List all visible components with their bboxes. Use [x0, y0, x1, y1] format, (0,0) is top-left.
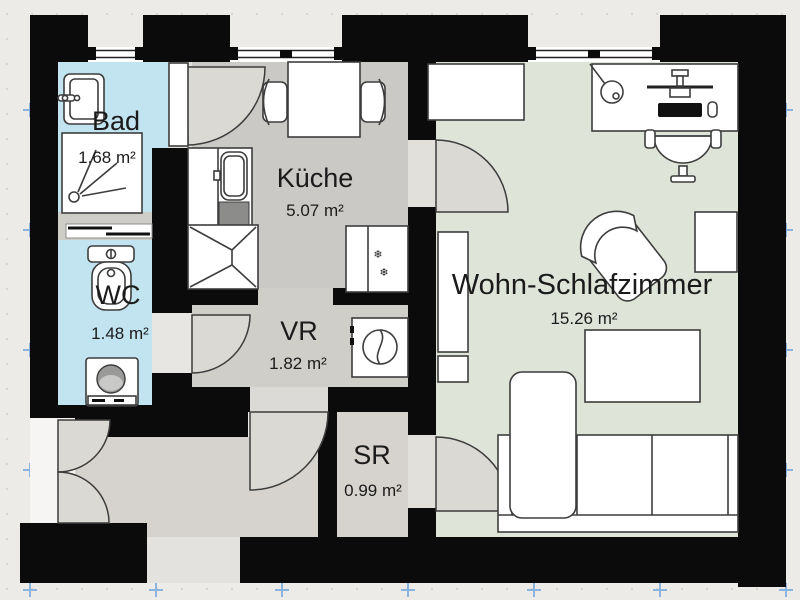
chair-right[interactable]: [360, 78, 386, 126]
door-arc-wohn[interactable]: [435, 139, 509, 213]
washing-machine-vr[interactable]: [350, 317, 409, 378]
area-wc: 1.48 m²: [91, 324, 149, 343]
daybed[interactable]: [509, 371, 577, 519]
toilet[interactable]: [87, 245, 135, 311]
room-labels: Bad 1.68 m² WC 1.48 m² Küche 5.07 m² VR …: [78, 106, 712, 500]
bad-furniture: [57, 73, 143, 214]
mouse: [707, 101, 718, 118]
table[interactable]: [584, 329, 701, 403]
label-sr: SR: [353, 440, 391, 470]
door-arc-vr[interactable]: [249, 411, 329, 491]
armchair[interactable]: [568, 199, 674, 309]
office-chair[interactable]: [644, 129, 722, 183]
kitchen-sink-counter[interactable]: [187, 147, 253, 231]
door-leaf-kueche[interactable]: [168, 62, 189, 147]
chair-left[interactable]: [262, 78, 288, 126]
desk[interactable]: [589, 63, 739, 132]
area-wohn: 15.26 m²: [550, 309, 617, 328]
room-sr[interactable]: [337, 412, 408, 537]
doors: [57, 62, 511, 524]
sink[interactable]: [57, 73, 105, 125]
door-arc-kueche[interactable]: [186, 66, 266, 146]
label-bad: Bad: [92, 106, 140, 136]
snowflake-icon: ❄: [379, 267, 388, 279]
sliding-door-bad-wc[interactable]: [65, 223, 153, 239]
refrigerator[interactable]: ❄ ❄: [345, 225, 409, 293]
shelf-left-small[interactable]: [437, 355, 469, 383]
corner-counter[interactable]: [187, 224, 259, 290]
label-vr: VR: [280, 316, 318, 346]
washing-machine-wc[interactable]: [85, 357, 139, 407]
window-wohn[interactable]: [524, 47, 664, 62]
window-bad[interactable]: [84, 47, 147, 62]
area-sr: 0.99 m²: [344, 481, 402, 500]
wardrobe-left[interactable]: [427, 63, 525, 121]
wohn-furniture: [427, 63, 739, 533]
label-wohn: Wohn-Schlafzimmer: [452, 269, 713, 301]
area-bad: 1.68 m²: [78, 148, 136, 167]
area-vr: 1.82 m²: [269, 354, 327, 373]
shower[interactable]: [61, 132, 143, 214]
monitor: [647, 69, 713, 98]
keyboard: [658, 103, 702, 117]
dining-table[interactable]: [287, 61, 361, 138]
wardrobe-right[interactable]: [694, 211, 738, 273]
area-kueche: 5.07 m²: [286, 201, 344, 220]
windows: [84, 15, 664, 62]
label-kueche: Küche: [277, 163, 354, 193]
door-arc-wc[interactable]: [191, 314, 251, 374]
label-wc: WC: [96, 280, 141, 310]
vr-kueche-opening: [258, 288, 333, 305]
window-kueche[interactable]: [226, 47, 346, 62]
shelf-left-tall[interactable]: [437, 231, 469, 353]
snowflake-icon: ❄: [373, 249, 382, 261]
kueche-furniture: ❄ ❄: [187, 61, 409, 293]
door-arc-entrance-bottom[interactable]: [57, 471, 110, 524]
desk-lamp: [589, 63, 624, 104]
wc-furniture: [85, 245, 139, 407]
